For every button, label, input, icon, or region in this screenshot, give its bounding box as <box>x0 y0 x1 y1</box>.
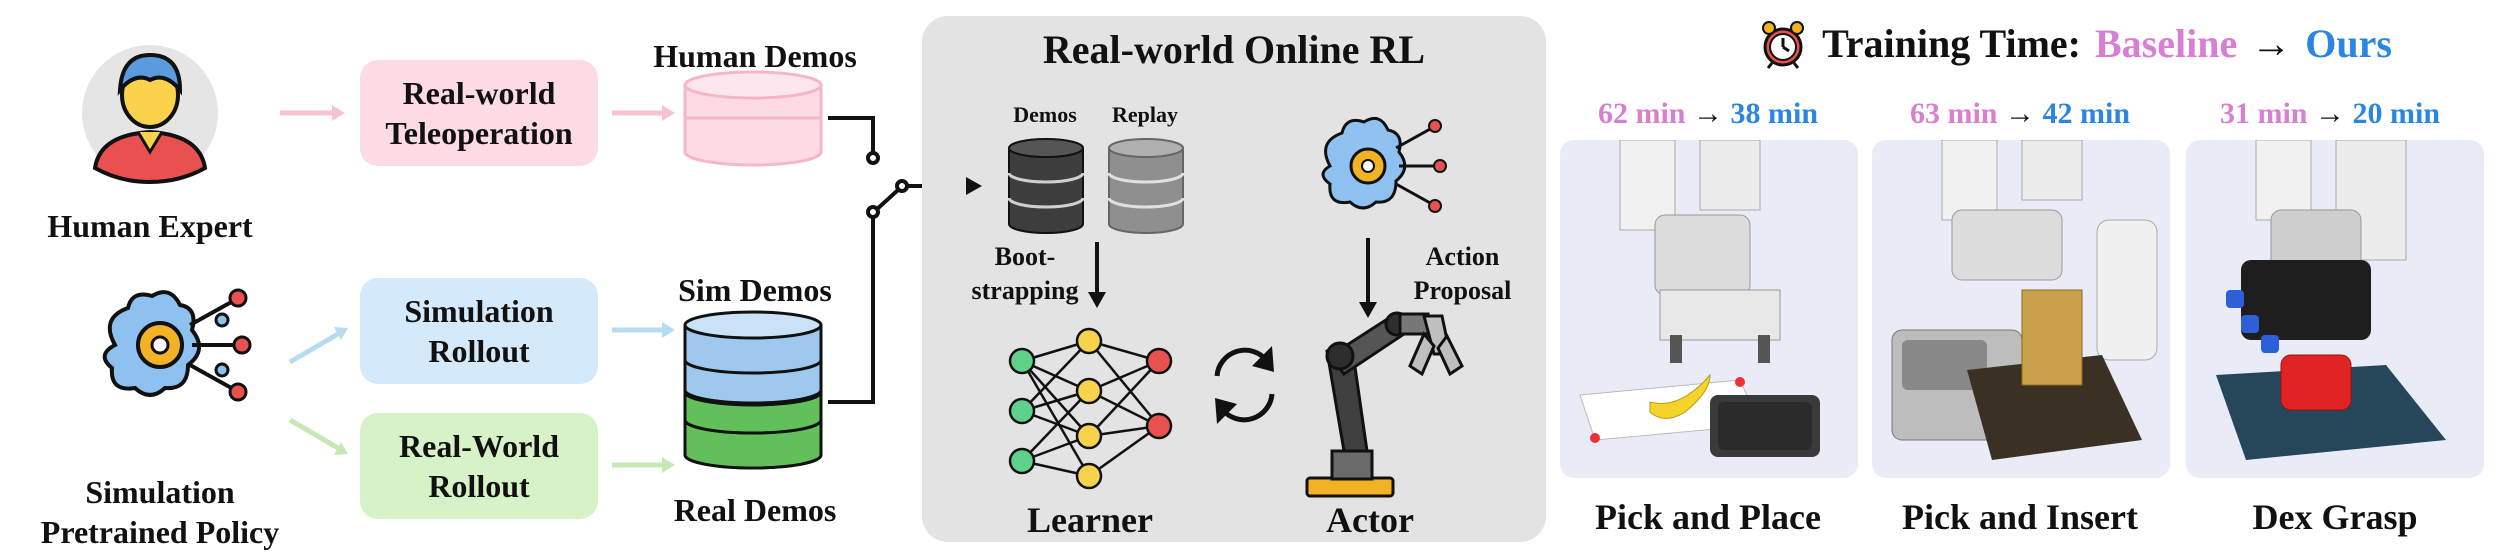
real-demos-label: Real Demos <box>673 492 837 528</box>
bootstrapping-label: Boot- strapping <box>971 242 1079 305</box>
action-proposal-arrow <box>1359 238 1377 318</box>
human-expert-icon <box>82 45 218 185</box>
time-arrow: → <box>2315 97 2345 130</box>
center-graphics <box>966 116 1464 498</box>
real-world-rollout-box: Real-World Rollout <box>360 413 598 519</box>
teleoperation-label: Real-world Teleoperation <box>385 75 573 151</box>
baseline-time: 62 min <box>1597 97 1686 130</box>
sim-demos-label: Sim Demos <box>678 272 832 308</box>
baseline-legend: Baseline <box>2095 21 2238 66</box>
arrow-policy-to-sim-rollout <box>288 327 348 365</box>
training-time-prefix: Training Time: <box>1822 21 2081 66</box>
task-name-pick-insert: Pick and Insert <box>1901 497 2139 537</box>
replay-buffer-icon <box>1107 138 1185 234</box>
pick-place-photo <box>1560 140 1858 478</box>
simulation-rollout-label: Simulation Rollout <box>404 293 554 369</box>
human-demos-label: Human Demos <box>653 38 857 74</box>
arrow-into-panel <box>966 177 982 195</box>
task-time-pick-insert: 63 min → 42 min <box>1870 96 2170 132</box>
pretrained-policy-icon <box>102 288 252 402</box>
header-arrow: → <box>2251 21 2292 66</box>
learner-label: Learner <box>1027 500 1153 540</box>
baseline-time: 63 min <box>1909 97 1998 130</box>
dex-grasp-photo <box>2186 140 2484 478</box>
arrow-human-to-teleop <box>280 105 345 121</box>
ours-time: 42 min <box>2042 97 2131 130</box>
time-arrow: → <box>2005 97 2035 130</box>
task-time-pick-place: 62 min → 38 min <box>1558 96 1858 132</box>
arrow-teleop-to-human-demos <box>612 105 675 121</box>
baseline-time: 31 min <box>2219 97 2308 130</box>
training-time-header: Training Time: Baseline → Ours <box>1660 18 2490 70</box>
real-world-rollout-label: Real-World Rollout <box>399 428 559 504</box>
pick-insert-photo <box>1872 140 2170 478</box>
task-name-dex-grasp: Dex Grasp <box>2252 497 2418 537</box>
time-arrow: → <box>1693 97 1723 130</box>
arrow-policy-to-real-rollout <box>288 417 348 455</box>
sim-real-demos-database-icon <box>683 310 823 470</box>
simulation-rollout-box: Simulation Rollout <box>360 278 598 384</box>
bootstrapping-arrow <box>1088 242 1106 308</box>
action-proposal-label: Action Proposal <box>1413 242 1512 305</box>
task-name-pick-place: Pick and Place <box>1595 497 1821 537</box>
actor-policy-icon <box>1321 116 1447 213</box>
learner-network-icon <box>1008 327 1173 490</box>
replay-buffer-label: Replay <box>1112 102 1178 127</box>
cycle-icon <box>1214 346 1275 424</box>
demos-buffer-label: Demos <box>1013 102 1077 127</box>
left-flow-graphics <box>82 45 958 473</box>
actor-label: Actor <box>1326 500 1414 540</box>
arrow-real-rollout-to-real-demos <box>612 457 675 473</box>
ours-time: 20 min <box>2352 97 2441 130</box>
demos-buffer-icon <box>1007 138 1085 234</box>
robot-arm-icon <box>1305 311 1464 498</box>
human-expert-label: Human Expert <box>47 208 253 244</box>
task-time-dex-grasp: 31 min → 20 min <box>2180 96 2480 132</box>
online-rl-title: Real-world Online RL <box>1042 27 1426 72</box>
ours-time: 38 min <box>1730 97 1819 130</box>
ours-legend: Ours <box>2305 21 2392 66</box>
human-demos-database-icon <box>683 70 823 167</box>
teleoperation-box: Real-world Teleoperation <box>360 60 598 166</box>
arrow-sim-rollout-to-sim-demos <box>612 322 675 338</box>
sim-policy-label: Simulation Pretrained Policy <box>40 474 280 550</box>
alarm-clock-icon <box>1762 21 1805 69</box>
